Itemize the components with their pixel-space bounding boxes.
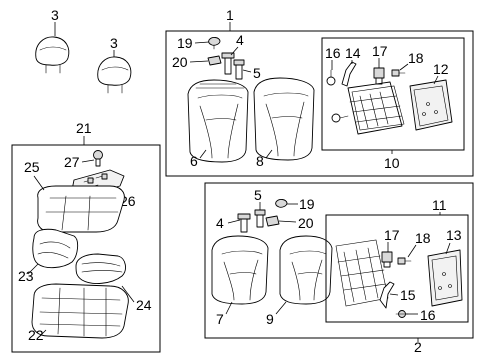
callout-16-lower: 16	[420, 307, 436, 323]
part-20-lower	[265, 215, 280, 227]
part-14	[341, 61, 357, 87]
seat-cushion-25	[37, 185, 125, 233]
callout-1: 1	[226, 7, 234, 23]
callout-22: 22	[28, 327, 44, 343]
callout-19-lower: 19	[299, 196, 315, 212]
seat-frame-22	[31, 283, 129, 339]
callout-17-upper: 17	[372, 43, 388, 59]
callout-10: 10	[384, 155, 400, 171]
callout-8: 8	[256, 153, 264, 169]
callout-15: 15	[400, 287, 416, 303]
pad-23	[32, 228, 79, 269]
part-5-upper	[233, 59, 245, 80]
callout-5-lower: 5	[254, 187, 262, 203]
callout-24: 24	[136, 297, 152, 313]
callout-4-lower: 4	[216, 215, 224, 231]
callout-25: 25	[24, 159, 40, 175]
part-18-upper	[391, 69, 406, 77]
seatback-cover-7	[211, 235, 269, 305]
pad-24	[75, 253, 126, 284]
part-4-lower	[237, 213, 251, 233]
callout-18-lower: 18	[415, 230, 431, 246]
callout-9: 9	[266, 311, 274, 327]
group-2-frame	[204, 182, 474, 339]
callout-3-left: 3	[51, 7, 59, 23]
callout-20-lower: 20	[298, 215, 314, 231]
callout-7: 7	[216, 311, 224, 327]
part-16-upper	[326, 69, 336, 86]
callout-17-lower: 17	[384, 227, 400, 243]
group-11-frame	[325, 214, 469, 323]
seatback-frame-upper	[331, 81, 405, 135]
callout-16-upper: 16	[325, 45, 341, 61]
seatback-frame-lower	[335, 239, 389, 307]
callout-14: 14	[345, 45, 361, 61]
part-18-lower	[397, 257, 412, 265]
part-27	[93, 150, 103, 167]
part-17-lower	[381, 251, 393, 268]
headrest-left	[35, 36, 70, 74]
callout-6: 6	[190, 153, 198, 169]
group-21-frame	[11, 144, 161, 353]
callout-20-upper: 20	[172, 54, 188, 70]
callout-11: 11	[432, 197, 447, 213]
part-19-lower	[275, 199, 288, 208]
headrest-right	[97, 56, 132, 94]
callout-27: 27	[64, 154, 80, 170]
callout-21: 21	[76, 120, 92, 136]
part-15	[379, 281, 395, 309]
callout-3-right: 3	[110, 35, 118, 51]
callout-19-upper: 19	[177, 35, 193, 51]
callout-5-upper: 5	[253, 65, 261, 81]
callout-18-upper: 18	[408, 50, 424, 66]
seatback-cover-9	[279, 235, 333, 305]
group-1-frame	[165, 30, 474, 177]
part-19-upper	[208, 37, 221, 50]
callout-13: 13	[446, 227, 462, 243]
part-5-lower	[254, 209, 266, 228]
seatback-panel-12	[409, 79, 453, 131]
seatback-panel-13	[427, 249, 463, 307]
callout-2: 2	[414, 339, 422, 355]
part-17-upper	[373, 67, 385, 85]
seatback-cover-8	[253, 77, 315, 161]
callout-4-upper: 4	[236, 32, 244, 48]
group-10-frame	[321, 37, 465, 151]
seatback-cover-6	[187, 79, 249, 163]
callout-12: 12	[433, 61, 449, 77]
part-20-upper	[207, 55, 222, 66]
part-4-upper	[221, 52, 235, 75]
